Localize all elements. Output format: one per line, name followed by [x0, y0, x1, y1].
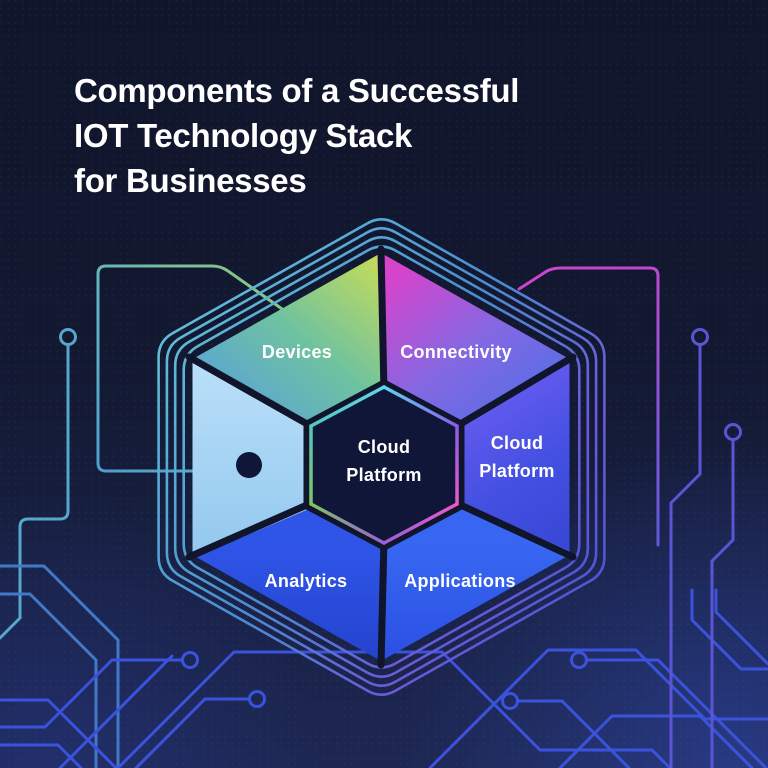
segment-label-analytics: Analytics — [265, 571, 348, 591]
hexagon-ring — [157, 218, 606, 696]
segment-label-cloud-platform-line1: Cloud — [491, 433, 544, 453]
segment-label-cloud-platform-line2: Platform — [479, 461, 554, 481]
segment-label-applications: Applications — [404, 571, 516, 591]
left-segment-dot — [236, 452, 262, 478]
title-line-2: IOT Technology Stack — [74, 117, 413, 154]
center-label-line1: Cloud — [358, 437, 411, 457]
hexagon-ring — [182, 245, 581, 669]
segment-label-devices: Devices — [262, 342, 332, 362]
hexagon-diagram: Devices Connectivity Cloud Platform Appl… — [185, 245, 577, 669]
segment-label-connectivity: Connectivity — [400, 342, 512, 362]
hexagon-ring — [173, 236, 590, 678]
title-line-1: Components of a Successful — [74, 72, 520, 109]
page-title: Components of a Successful IOT Technolog… — [74, 68, 519, 203]
hexagon-rings — [157, 218, 606, 696]
hexagon-ring — [165, 227, 598, 687]
segment-dividers — [185, 245, 577, 669]
title-line-3: for Businesses — [74, 162, 307, 199]
center-hexagon-border — [309, 385, 459, 545]
center-label-line2: Platform — [346, 465, 421, 485]
